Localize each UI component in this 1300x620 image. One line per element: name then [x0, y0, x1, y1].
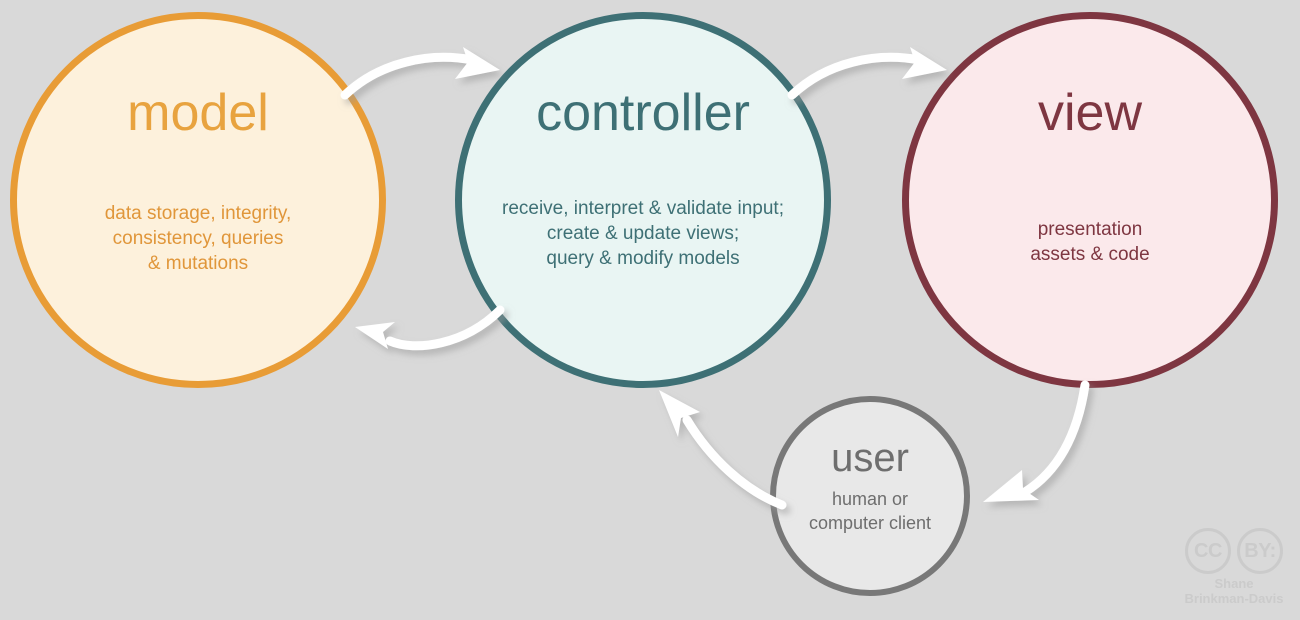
- arrow-view-to-user: [983, 380, 1090, 502]
- node-user-title: user: [831, 436, 909, 480]
- author-attribution: Shane Brinkman-Davis: [1184, 576, 1284, 606]
- attribution-by-icon: BY:: [1237, 528, 1283, 574]
- node-model-title: model: [127, 84, 269, 142]
- cc-badge-marks: CC BY:: [1185, 528, 1283, 574]
- node-controller-title: controller: [536, 84, 750, 142]
- creative-commons-badge: CC BY: Shane Brinkman-Davis: [1176, 528, 1292, 606]
- arrow-controller-to-view: [787, 47, 947, 100]
- node-controller-description: receive, interpret & validate input; cre…: [502, 198, 784, 270]
- node-user-description: human or computer client: [808, 489, 932, 533]
- node-model-description: data storage, integrity, consistency, qu…: [104, 203, 292, 275]
- arrow-model-to-controller: [340, 47, 500, 100]
- node-view-title: view: [1037, 84, 1143, 142]
- node-model[interactable]: model data storage, integrity, consisten…: [10, 12, 386, 388]
- node-view-description: presentation assets & code: [1030, 219, 1150, 266]
- node-user[interactable]: user human or computer client: [770, 396, 970, 596]
- arrow-controller-to-model: [355, 305, 505, 351]
- creative-commons-icon: CC: [1185, 528, 1231, 574]
- arrow-user-to-controller: [659, 390, 787, 510]
- node-view[interactable]: view presentation assets & code: [902, 12, 1278, 388]
- node-controller[interactable]: controller receive, interpret & validate…: [455, 12, 831, 388]
